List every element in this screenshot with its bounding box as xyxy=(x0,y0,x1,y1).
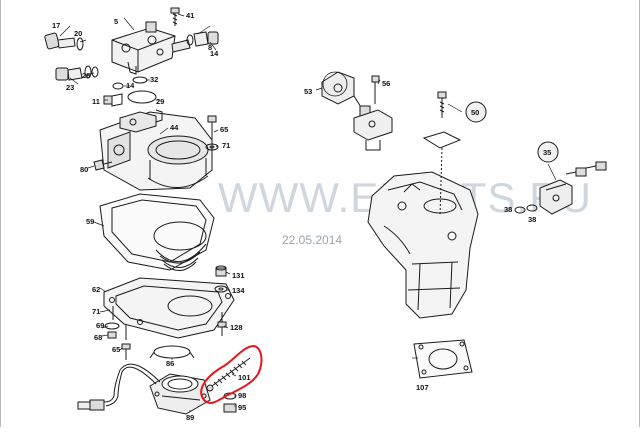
callout-89: 89 xyxy=(186,413,194,422)
clamp-86 xyxy=(153,345,191,359)
intake-boot-59 xyxy=(99,193,215,271)
callout-26: 26 xyxy=(82,71,90,80)
callout-134: 134 xyxy=(232,286,245,295)
gasket-107 xyxy=(413,339,473,379)
nut-131 xyxy=(215,265,227,277)
callout-98: 98 xyxy=(238,391,246,400)
nut-95 xyxy=(223,403,237,413)
washer-134 xyxy=(214,285,228,293)
callout-38b: 38 xyxy=(528,215,536,224)
callout-14b: 14 xyxy=(126,81,135,90)
washer-71-top xyxy=(205,143,219,151)
base-plate-62 xyxy=(103,277,235,339)
connector-35 xyxy=(539,161,607,215)
callout-29: 29 xyxy=(156,97,164,106)
callout-23: 23 xyxy=(66,83,74,92)
fitting-11 xyxy=(103,82,124,107)
highlight-outline xyxy=(200,344,263,404)
callout-circle-53 xyxy=(322,71,348,97)
callout-65: 65 xyxy=(220,125,228,134)
callout-circle-50: 50 xyxy=(465,101,487,123)
callout-69: 69 xyxy=(96,321,104,330)
callout-17: 17 xyxy=(52,21,60,30)
callout-labels: 17 20 5 41 14 8 26 32 23 14 11 29 44 65 … xyxy=(52,11,536,422)
sensor-unit-89 xyxy=(149,373,211,415)
callout-128: 128 xyxy=(230,323,243,332)
callout-86: 86 xyxy=(166,359,174,368)
callout-53: 53 xyxy=(304,87,312,96)
fitting-17 xyxy=(44,32,84,51)
callout-62: 62 xyxy=(92,285,100,294)
fitting-23 xyxy=(55,65,99,81)
callout-11: 11 xyxy=(92,97,100,106)
callout-56: 56 xyxy=(382,79,390,88)
callout-65b: 65 xyxy=(112,345,120,354)
callout-38a: 38 xyxy=(504,205,512,214)
mount-bracket xyxy=(353,109,393,151)
callout-71b: 71 xyxy=(92,307,100,316)
callout-107: 107 xyxy=(416,383,429,392)
callout-71a: 71 xyxy=(222,141,230,150)
callout-95: 95 xyxy=(238,403,246,412)
mixture-housing xyxy=(99,109,213,191)
regulator-block xyxy=(111,21,191,75)
callout-41: 41 xyxy=(186,11,194,20)
callout-101: 101 xyxy=(238,373,251,382)
callout-14a: 14 xyxy=(210,49,219,58)
fitting-8 xyxy=(186,31,219,47)
callout-32: 32 xyxy=(150,75,158,84)
date-stamp: 22.05.2014 xyxy=(282,233,342,247)
callout-20: 20 xyxy=(74,29,82,38)
callout-8: 8 xyxy=(208,43,212,52)
callout-5: 5 xyxy=(114,17,118,26)
svg-text:35: 35 xyxy=(543,148,551,157)
callout-circle-35: 35 xyxy=(537,141,559,163)
bolt-41 xyxy=(170,7,180,26)
bolt-128 xyxy=(217,312,227,336)
bolt-65-top xyxy=(207,115,217,140)
frame-left-border xyxy=(0,0,1,427)
ring-32 xyxy=(132,76,148,84)
gasket-29 xyxy=(127,90,157,104)
screw-56 xyxy=(371,75,380,104)
callout-68: 68 xyxy=(94,333,102,342)
svg-text:50: 50 xyxy=(471,108,479,117)
callout-80: 80 xyxy=(80,165,88,174)
callout-131: 131 xyxy=(232,271,245,280)
sensor-cable xyxy=(77,363,161,411)
bolt-50 xyxy=(422,91,462,217)
screw-80 xyxy=(93,159,113,171)
spring-101 xyxy=(206,357,251,392)
washer-38a xyxy=(514,206,526,214)
callout-44: 44 xyxy=(170,123,179,132)
throttle-housing xyxy=(367,171,479,319)
washer-38b xyxy=(526,204,538,212)
callout-59: 59 xyxy=(86,217,94,226)
